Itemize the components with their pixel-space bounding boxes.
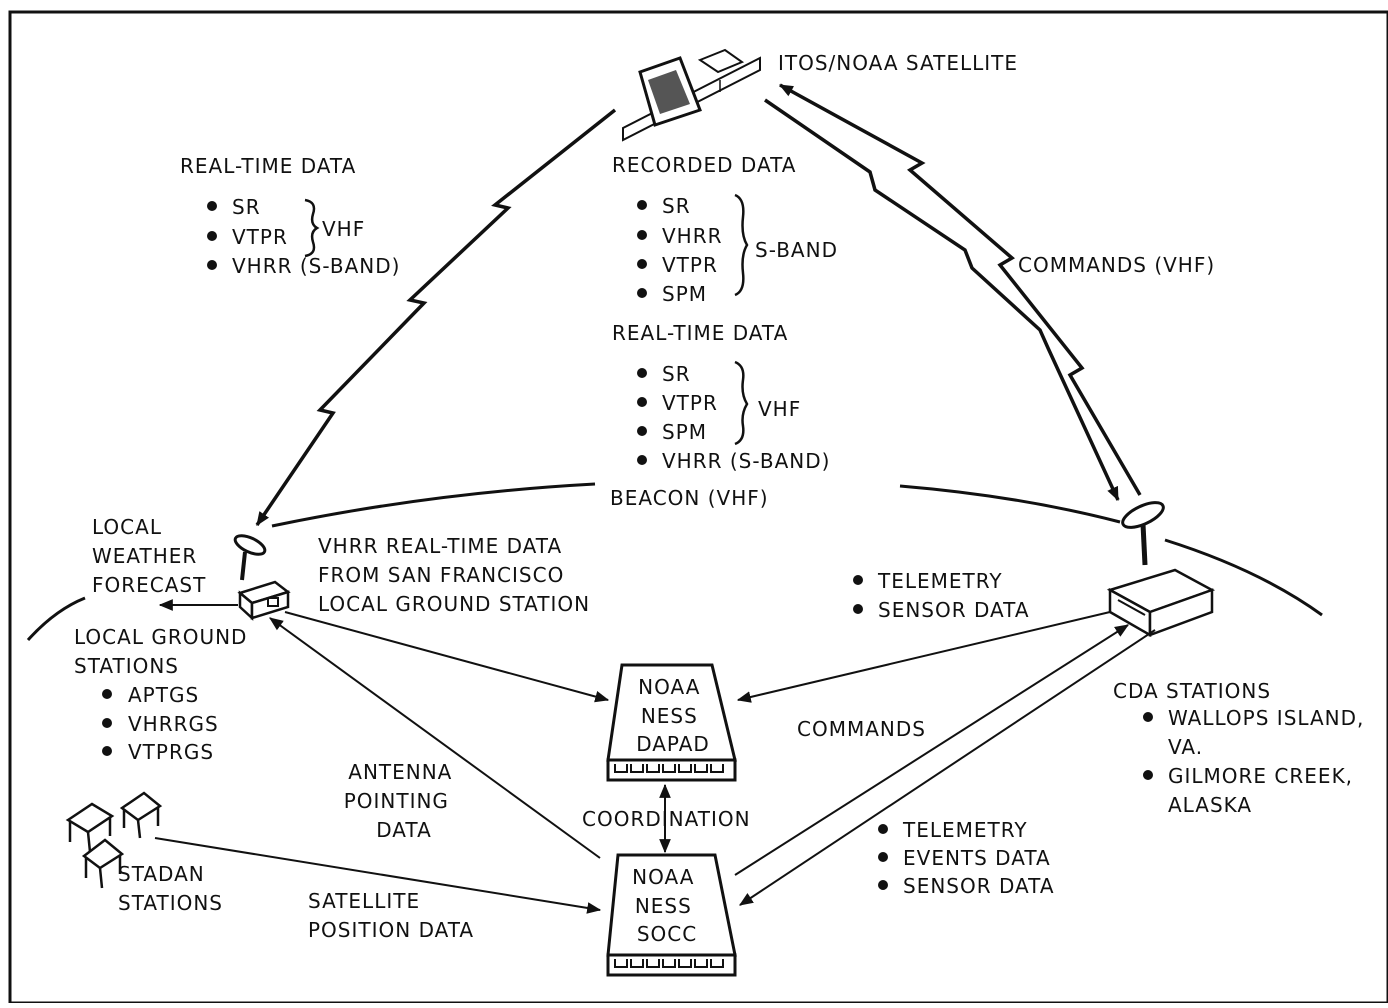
cda-station-line: VA. <box>1168 735 1203 759</box>
left-realtime-item: VHRR (S-BAND) <box>232 254 400 278</box>
cda-stations-title: CDA STATIONS <box>1113 679 1271 703</box>
coordination-label: COORDINATION <box>582 807 751 831</box>
cda-downlink-list: TELEMETRY SENSOR DATA <box>853 569 1030 622</box>
local-ground-item: APTGS <box>128 683 199 707</box>
stadan-line: STATIONS <box>118 891 223 915</box>
realtime-vhf-brace <box>734 360 749 446</box>
center-realtime-item: VTPR <box>662 391 718 415</box>
left-realtime-item: VTPR <box>232 225 288 249</box>
vhrr-note-line: FROM SAN FRANCISCO <box>318 563 564 587</box>
local-receiver-icon <box>237 580 291 621</box>
socc-box <box>606 853 737 977</box>
local-ground-title: LOCAL GROUND STATIONS <box>74 625 255 678</box>
cda-station-icon <box>1106 568 1216 638</box>
local-to-dapad-arrow <box>284 611 610 703</box>
socc-input-item: EVENTS DATA <box>903 846 1051 870</box>
local-antenna-icon <box>233 534 267 581</box>
center-realtime-title: REAL-TIME DATA <box>612 321 788 345</box>
left-vhf-brace <box>304 198 320 258</box>
socc-line: SOCC <box>637 922 697 946</box>
center-realtime-item: SR <box>662 362 691 386</box>
cda-to-dapad-arrow <box>736 611 1111 703</box>
antenna-pointing-arrow <box>269 617 601 859</box>
satellite-position-line: POSITION DATA <box>308 918 474 942</box>
horizon-mid-right <box>899 484 1121 524</box>
recorded-downlink-right <box>764 98 1120 502</box>
dapad-line: NESS <box>641 704 698 728</box>
left-band-label: VHF <box>322 217 365 241</box>
satellite-position-label: SATELLITE POSITION DATA <box>308 889 474 942</box>
recorded-list: SR VHRR VTPR SPM <box>637 194 723 306</box>
local-forecast-label: LOCAL WEATHER FORECAST <box>92 515 206 597</box>
vhrr-note-line: VHRR REAL-TIME DATA <box>318 534 562 558</box>
satellite-position-arrow <box>154 837 602 914</box>
dapad-label: NOAA NESS DAPAD <box>636 675 710 756</box>
satellite-icon <box>622 48 761 142</box>
recorded-item: SPM <box>662 282 707 306</box>
dapad-line: DAPAD <box>636 732 710 756</box>
stadan-label: STADAN STATIONS <box>118 862 223 915</box>
recorded-item: VTPR <box>662 253 718 277</box>
socc-line: NESS <box>635 894 692 918</box>
local-ground-list: APTGS VHRRGS VTPRGS <box>102 683 219 764</box>
vhrr-note: VHRR REAL-TIME DATA FROM SAN FRANCISCO L… <box>318 534 590 616</box>
socc-input-item: TELEMETRY <box>902 818 1028 842</box>
antenna-data-line: DATA <box>376 818 432 842</box>
forecast-line: FORECAST <box>92 573 206 597</box>
horizon-right <box>1164 538 1323 617</box>
cda-station-line: GILMORE CREEK, <box>1168 764 1353 788</box>
realtime-downlink-left <box>255 108 617 526</box>
stadan-line: STADAN <box>118 862 205 886</box>
socc-label: NOAA NESS SOCC <box>632 865 702 946</box>
forecast-line: LOCAL <box>92 515 162 539</box>
recorded-sband-brace <box>734 193 749 297</box>
cda-downlink-item: SENSOR DATA <box>878 598 1030 622</box>
local-ground-line: STATIONS <box>74 654 179 678</box>
left-realtime-title: REAL-TIME DATA <box>180 154 356 178</box>
center-realtime-item: SPM <box>662 420 707 444</box>
cda-station-line: ALASKA <box>1168 793 1252 817</box>
socc-to-cda-commands-arrow <box>734 624 1129 876</box>
local-ground-item: VTPRGS <box>128 740 214 764</box>
cda-antenna-icon <box>1121 501 1165 566</box>
socc-inputs-list: TELEMETRY EVENTS DATA SENSOR DATA <box>878 818 1055 898</box>
socc-line: NOAA <box>632 865 694 889</box>
center-realtime-item: VHRR (S-BAND) <box>662 449 830 473</box>
antenna-data-line: ANTENNA <box>348 760 452 784</box>
vhrr-note-line: LOCAL GROUND STATION <box>318 592 590 616</box>
horizon-left <box>26 596 86 642</box>
satellite-label: ITOS/NOAA SATELLITE <box>778 51 1018 75</box>
local-ground-item: VHRRGS <box>128 712 219 736</box>
commands-label: COMMANDS <box>797 717 926 741</box>
cda-station-line: WALLOPS ISLAND, <box>1168 706 1364 730</box>
stadan-station-icon <box>65 791 163 889</box>
cda-downlink-item: TELEMETRY <box>877 569 1003 593</box>
local-ground-line: LOCAL GROUND <box>74 625 247 649</box>
commands-vhf-label: COMMANDS (VHF) <box>1018 253 1215 277</box>
recorded-band-label: S-BAND <box>755 238 838 262</box>
recorded-title: RECORDED DATA <box>612 153 796 177</box>
forecast-line: WEATHER <box>92 544 197 568</box>
recorded-item: SR <box>662 194 691 218</box>
left-realtime-list: SR VTPR VHRR (S-BAND) <box>207 195 400 278</box>
cda-stations-list: WALLOPS ISLAND, VA. GILMORE CREEK, ALASK… <box>1143 706 1364 817</box>
antenna-data-label: ANTENNA POINTING DATA <box>344 760 460 842</box>
left-realtime-item: SR <box>232 195 261 219</box>
center-realtime-list: SR VTPR SPM VHRR (S-BAND) <box>637 362 830 473</box>
satellite-position-line: SATELLITE <box>308 889 420 913</box>
recorded-item: VHRR <box>662 224 723 248</box>
cda-to-socc-telemetry-arrow <box>739 629 1156 906</box>
socc-input-item: SENSOR DATA <box>903 874 1055 898</box>
dapad-line: NOAA <box>638 675 700 699</box>
antenna-data-line: POINTING <box>344 789 449 813</box>
center-realtime-band: VHF <box>758 397 801 421</box>
beacon-label: BEACON (VHF) <box>610 486 769 510</box>
dapad-box <box>606 663 737 782</box>
horizon-mid-left <box>271 482 596 528</box>
commands-uplink <box>778 83 1142 496</box>
